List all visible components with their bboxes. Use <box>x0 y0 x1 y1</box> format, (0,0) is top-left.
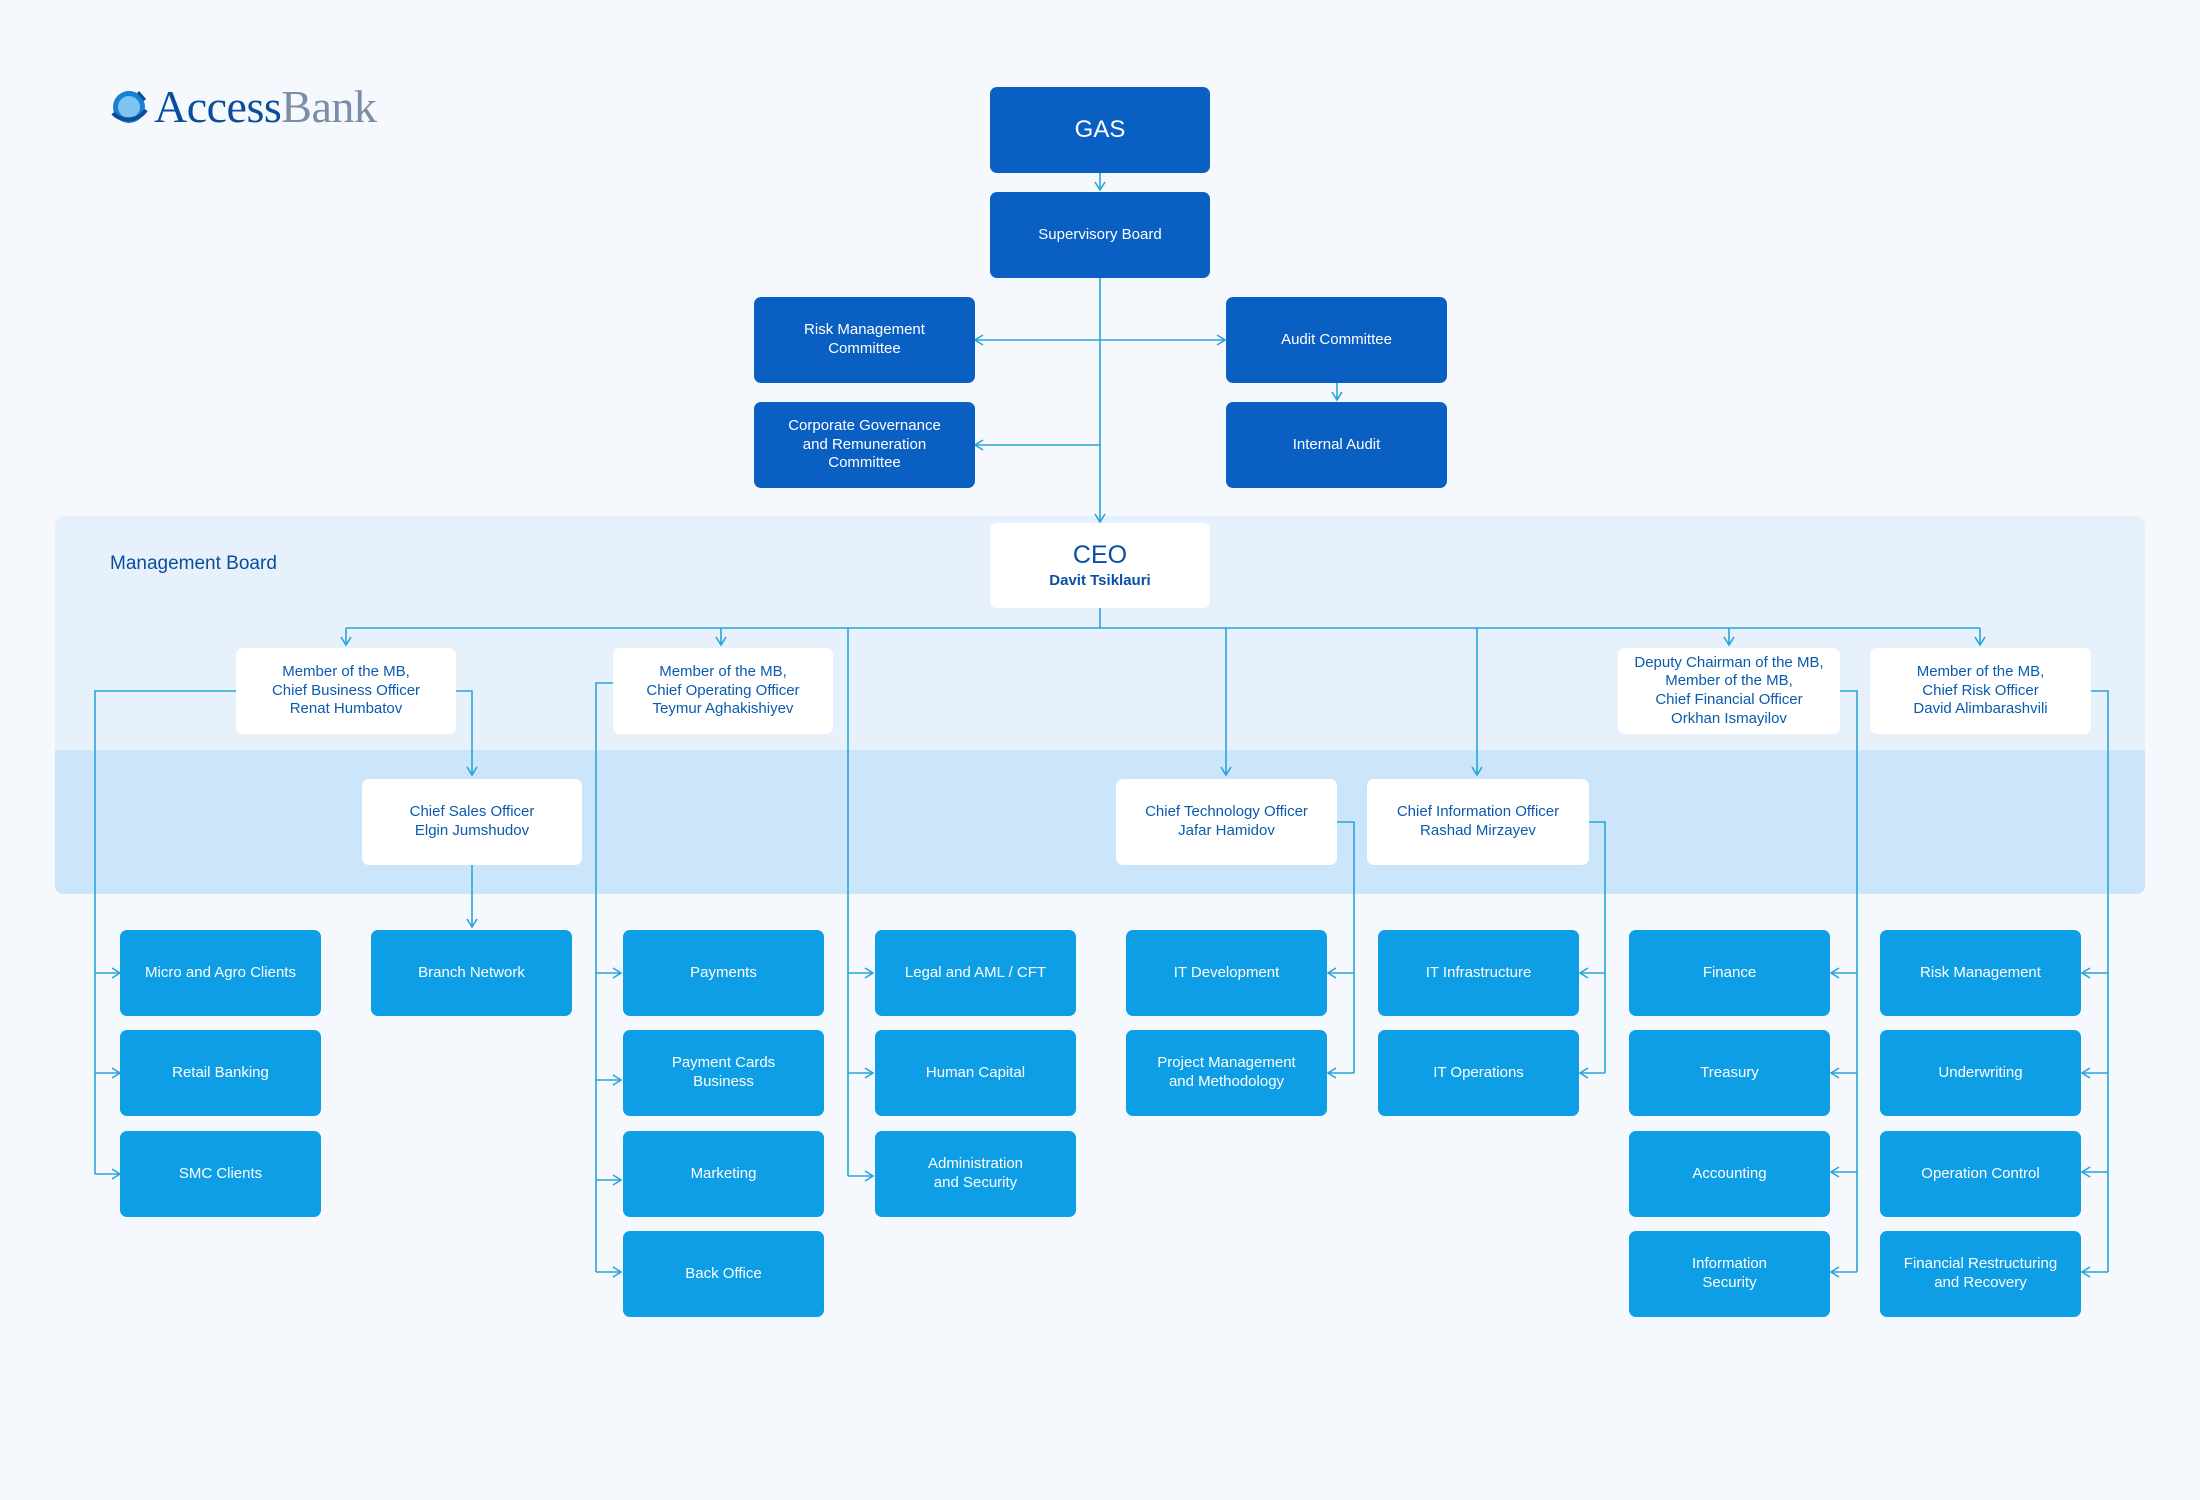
finance-box[interactable]: Finance <box>1629 930 1830 1016</box>
payments-label: Payments <box>690 963 757 981</box>
coo-box[interactable]: Member of the MB, Chief Operating Office… <box>613 648 833 734</box>
payments-box[interactable]: Payments <box>623 930 824 1016</box>
line-cio-right <box>1589 821 1606 1073</box>
internal-audit-box[interactable]: Internal Audit <box>1226 402 1447 488</box>
line-cbo-left <box>94 690 236 1174</box>
branch-network-box[interactable]: Branch Network <box>371 930 572 1016</box>
cbo-label: Member of the MB, Chief Business Officer… <box>271 662 421 718</box>
project-management-label: Project Management and Methodology <box>1157 1054 1296 1090</box>
admin-security-box[interactable]: Administration and Security <box>875 1131 1076 1217</box>
cro-box[interactable]: Member of the MB, Chief Risk Officer Dav… <box>1870 648 2091 734</box>
back-office-box[interactable]: Back Office <box>623 1231 824 1317</box>
access-bank-globe-icon <box>111 90 148 123</box>
supervisory-board-label: Supervisory Board <box>1038 225 1162 243</box>
admin-security-label: Administration and Security <box>927 1155 1024 1191</box>
human-capital-box[interactable]: Human Capital <box>875 1030 1076 1116</box>
coo-label: Member of the MB, Chief Operating Office… <box>646 662 800 718</box>
it-infrastructure-label: IT Infrastructure <box>1425 963 1532 981</box>
financial-restructuring-label: Financial Restructuring and Recovery <box>1903 1255 2058 1291</box>
cfo-label: Deputy Chairman of the MB, Member of the… <box>1634 653 1824 727</box>
information-security-label: Information Security <box>1691 1255 1768 1291</box>
management-board-label: Management Board <box>110 553 277 574</box>
treasury-label: Treasury <box>1700 1063 1759 1081</box>
corporate-governance-label: Corporate Governance and Remuneration Co… <box>788 416 941 472</box>
information-security-box[interactable]: Information Security <box>1629 1231 1830 1317</box>
line-cbo-cso <box>456 690 478 777</box>
supervisory-board-box[interactable]: Supervisory Board <box>990 192 1210 278</box>
cbo-box[interactable]: Member of the MB, Chief Business Officer… <box>236 648 456 734</box>
it-development-box[interactable]: IT Development <box>1126 930 1327 1016</box>
gas-box[interactable]: GAS <box>990 87 1210 173</box>
line-cfo-right <box>1840 690 1858 1272</box>
line-cto-right <box>1337 821 1355 1073</box>
ceo-title: CEO <box>1072 541 1128 569</box>
cto-box[interactable]: Chief Technology Officer Jafar Hamidov <box>1116 779 1337 865</box>
corporate-governance-box[interactable]: Corporate Governance and Remuneration Co… <box>754 402 975 488</box>
human-capital-label: Human Capital <box>925 1063 1026 1081</box>
underwriting-label: Underwriting <box>1938 1063 2023 1081</box>
operation-control-box[interactable]: Operation Control <box>1880 1131 2081 1217</box>
audit-committee-label: Audit Committee <box>1281 330 1392 348</box>
underwriting-box[interactable]: Underwriting <box>1880 1030 2081 1116</box>
risk-management-label: Risk Management <box>1920 963 2041 981</box>
cfo-box[interactable]: Deputy Chairman of the MB, Member of the… <box>1618 648 1840 734</box>
risk-committee-label: Risk Management Committee <box>804 321 925 357</box>
finance-label: Finance <box>1702 963 1757 981</box>
accounting-box[interactable]: Accounting <box>1629 1131 1830 1217</box>
cro-label: Member of the MB, Chief Risk Officer Dav… <box>1913 662 2048 718</box>
accounting-label: Accounting <box>1692 1164 1767 1182</box>
payment-cards-label: Payment Cards Business <box>671 1054 776 1090</box>
brand-name-access: Access <box>154 81 282 132</box>
risk-management-box[interactable]: Risk Management <box>1880 930 2081 1016</box>
gas-label: GAS <box>1074 116 1126 143</box>
access-bank-logo: AccessBank <box>108 80 377 133</box>
it-infrastructure-box[interactable]: IT Infrastructure <box>1378 930 1579 1016</box>
financial-restructuring-box[interactable]: Financial Restructuring and Recovery <box>1880 1231 2081 1317</box>
branch-network-label: Branch Network <box>418 963 525 981</box>
cto-label: Chief Technology Officer Jafar Hamidov <box>1145 803 1308 839</box>
legal-aml-label: Legal and AML / CFT <box>904 963 1047 981</box>
brand-name-bank: Bank <box>281 81 377 132</box>
cio-box[interactable]: Chief Information Officer Rashad Mirzaye… <box>1367 779 1589 865</box>
line-coo-left <box>595 682 613 1272</box>
retail-banking-box[interactable]: Retail Banking <box>120 1030 321 1116</box>
it-operations-box[interactable]: IT Operations <box>1378 1030 1579 1116</box>
project-management-box[interactable]: Project Management and Methodology <box>1126 1030 1327 1116</box>
brand-name: AccessBank <box>154 80 377 133</box>
it-operations-label: IT Operations <box>1433 1063 1524 1081</box>
risk-committee-box[interactable]: Risk Management Committee <box>754 297 975 383</box>
cso-label: Chief Sales Officer Elgin Jumshudov <box>409 803 535 839</box>
internal-audit-label: Internal Audit <box>1292 435 1381 453</box>
cio-label: Chief Information Officer Rashad Mirzaye… <box>1396 803 1560 839</box>
marketing-label: Marketing <box>690 1164 757 1182</box>
marketing-box[interactable]: Marketing <box>623 1131 824 1217</box>
back-office-label: Back Office <box>685 1264 762 1282</box>
ceo-box[interactable]: CEO Davit Tsiklauri <box>990 523 1210 608</box>
it-development-label: IT Development <box>1173 963 1280 981</box>
audit-committee-box[interactable]: Audit Committee <box>1226 297 1447 383</box>
micro-agro-clients-label: Micro and Agro Clients <box>145 963 296 981</box>
smc-clients-label: SMC Clients <box>178 1164 263 1182</box>
payment-cards-box[interactable]: Payment Cards Business <box>623 1030 824 1116</box>
ceo-name: Davit Tsiklauri <box>1049 572 1151 590</box>
legal-aml-box[interactable]: Legal and AML / CFT <box>875 930 1076 1016</box>
cso-box[interactable]: Chief Sales Officer Elgin Jumshudov <box>362 779 582 865</box>
operation-control-label: Operation Control <box>1921 1164 2040 1182</box>
treasury-box[interactable]: Treasury <box>1629 1030 1830 1116</box>
retail-banking-label: Retail Banking <box>172 1063 269 1081</box>
line-cro-right <box>2091 690 2109 1272</box>
smc-clients-box[interactable]: SMC Clients <box>120 1131 321 1217</box>
micro-agro-clients-box[interactable]: Micro and Agro Clients <box>120 930 321 1016</box>
